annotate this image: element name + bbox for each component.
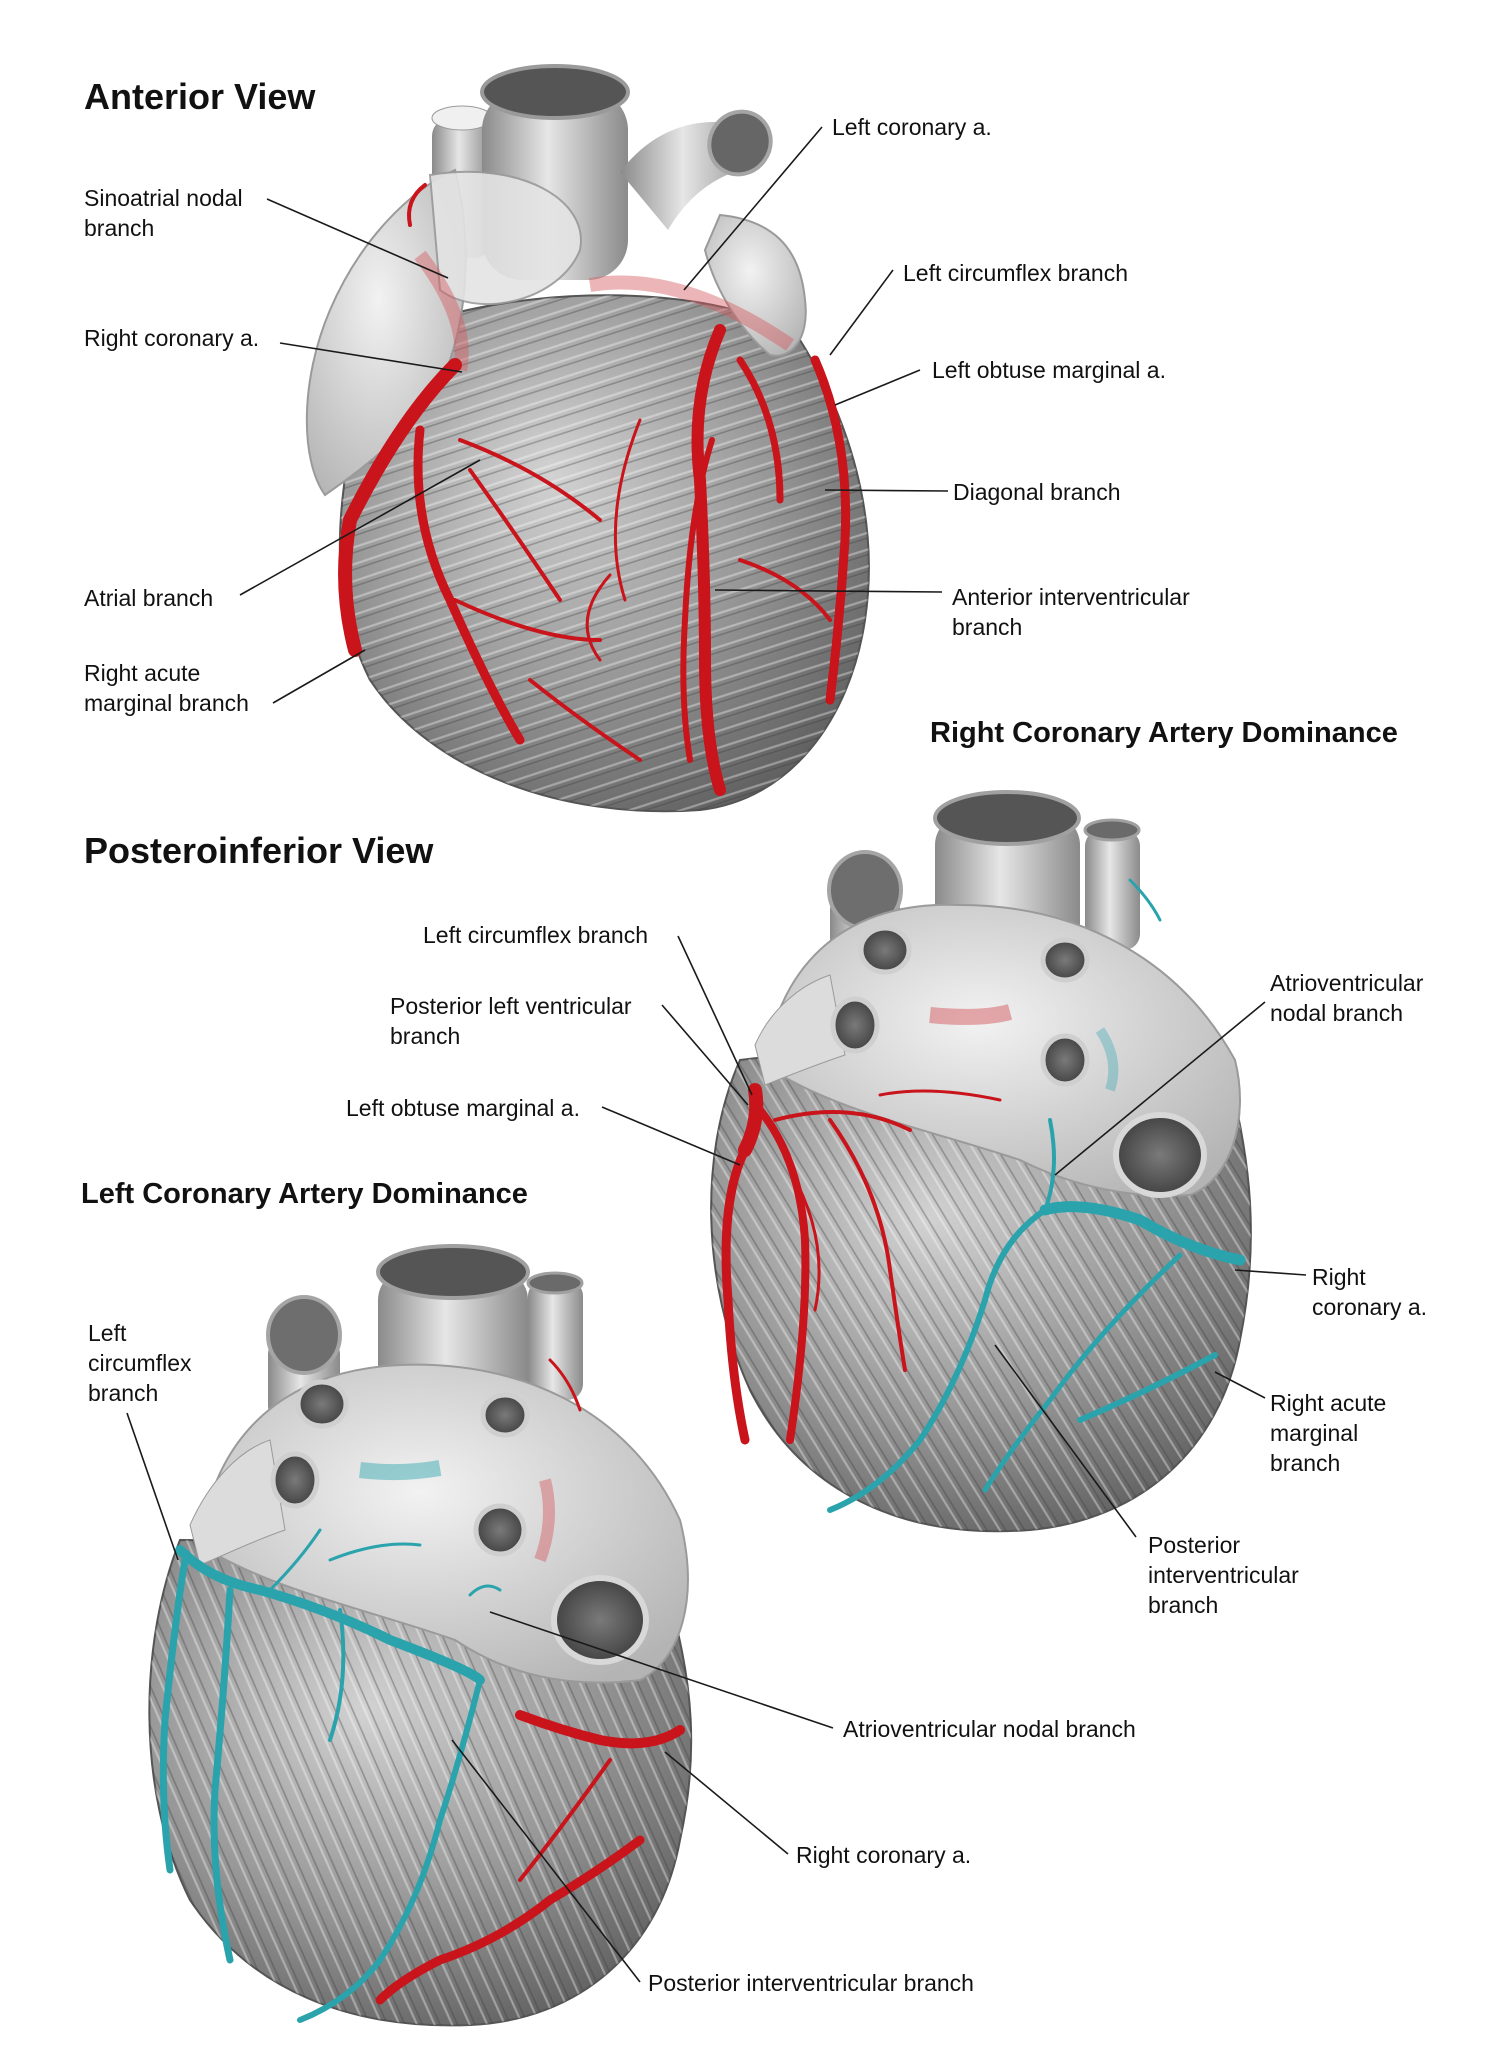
label-right-coronary-artery: Right coronary a. <box>84 325 260 351</box>
anterior-heart <box>305 64 870 813</box>
right-dominance-right-arteries <box>827 878 1246 1513</box>
heading-anterior-view: Anterior View <box>84 76 316 117</box>
label-rd-right-coronary-artery: Right coronary a. <box>1312 1264 1428 1320</box>
anterior-arteries <box>338 183 851 796</box>
left-dominance-right-arteries <box>375 1358 685 2005</box>
label-ld-right-coronary-artery: Right coronary a. <box>796 1842 972 1868</box>
label-left-obtuse-marginal: Left obtuse marginal a. <box>932 357 1166 383</box>
label-diagonal-branch: Diagonal branch <box>953 479 1121 505</box>
label-sinoatrial-nodal-branch: Sinoatrial nodal branch <box>84 185 243 241</box>
label-rd-posterior-left-ventricular-branch: Posterior left ventricular branch <box>390 993 632 1049</box>
label-right-acute-marginal-branch: Right acute marginal branch <box>84 660 249 716</box>
label-ld-atrioventricular-nodal-branch: Atrioventricular nodal branch <box>843 1716 1136 1742</box>
heading-left-coronary-dominance: Left Coronary Artery Dominance <box>81 1178 528 1210</box>
label-atrial-branch: Atrial branch <box>84 585 214 611</box>
right-dominance-heart <box>710 790 1252 1533</box>
label-left-circumflex-branch: Left circumflex branch <box>903 260 1128 286</box>
label-rd-atrioventricular-nodal-branch: Atrioventricular nodal branch <box>1270 970 1424 1026</box>
label-rd-left-obtuse-marginal: Left obtuse marginal a. <box>346 1095 580 1121</box>
right-dominance-atria <box>763 903 1241 1197</box>
right-dominance-left-arteries <box>721 1083 1002 1445</box>
label-rd-right-acute-marginal-branch: Right acute marginal branch <box>1270 1390 1387 1476</box>
anterior-left-auricle <box>703 213 807 357</box>
heading-posteroinferior-view: Posteroinferior View <box>84 830 434 871</box>
label-ld-posterior-interventricular-branch: Posterior interventricular branch <box>648 1970 974 1996</box>
left-dominance-heart <box>148 1244 693 2027</box>
anterior-right-atrium <box>305 168 467 497</box>
label-anterior-interventricular-branch: Anterior interventricular branch <box>952 584 1190 640</box>
label-ld-left-circumflex-branch: Left circumflex branch <box>88 1320 192 1406</box>
heading-right-coronary-dominance: Right Coronary Artery Dominance <box>930 717 1398 749</box>
label-rd-posterior-interventricular-branch: Posterior interventricular branch <box>1148 1532 1299 1618</box>
right-dominance-veins <box>830 925 1207 1198</box>
label-left-coronary-artery: Left coronary a. <box>832 114 992 140</box>
leader-lines <box>126 126 1307 1983</box>
label-rd-left-circumflex-branch: Left circumflex branch <box>423 922 648 948</box>
